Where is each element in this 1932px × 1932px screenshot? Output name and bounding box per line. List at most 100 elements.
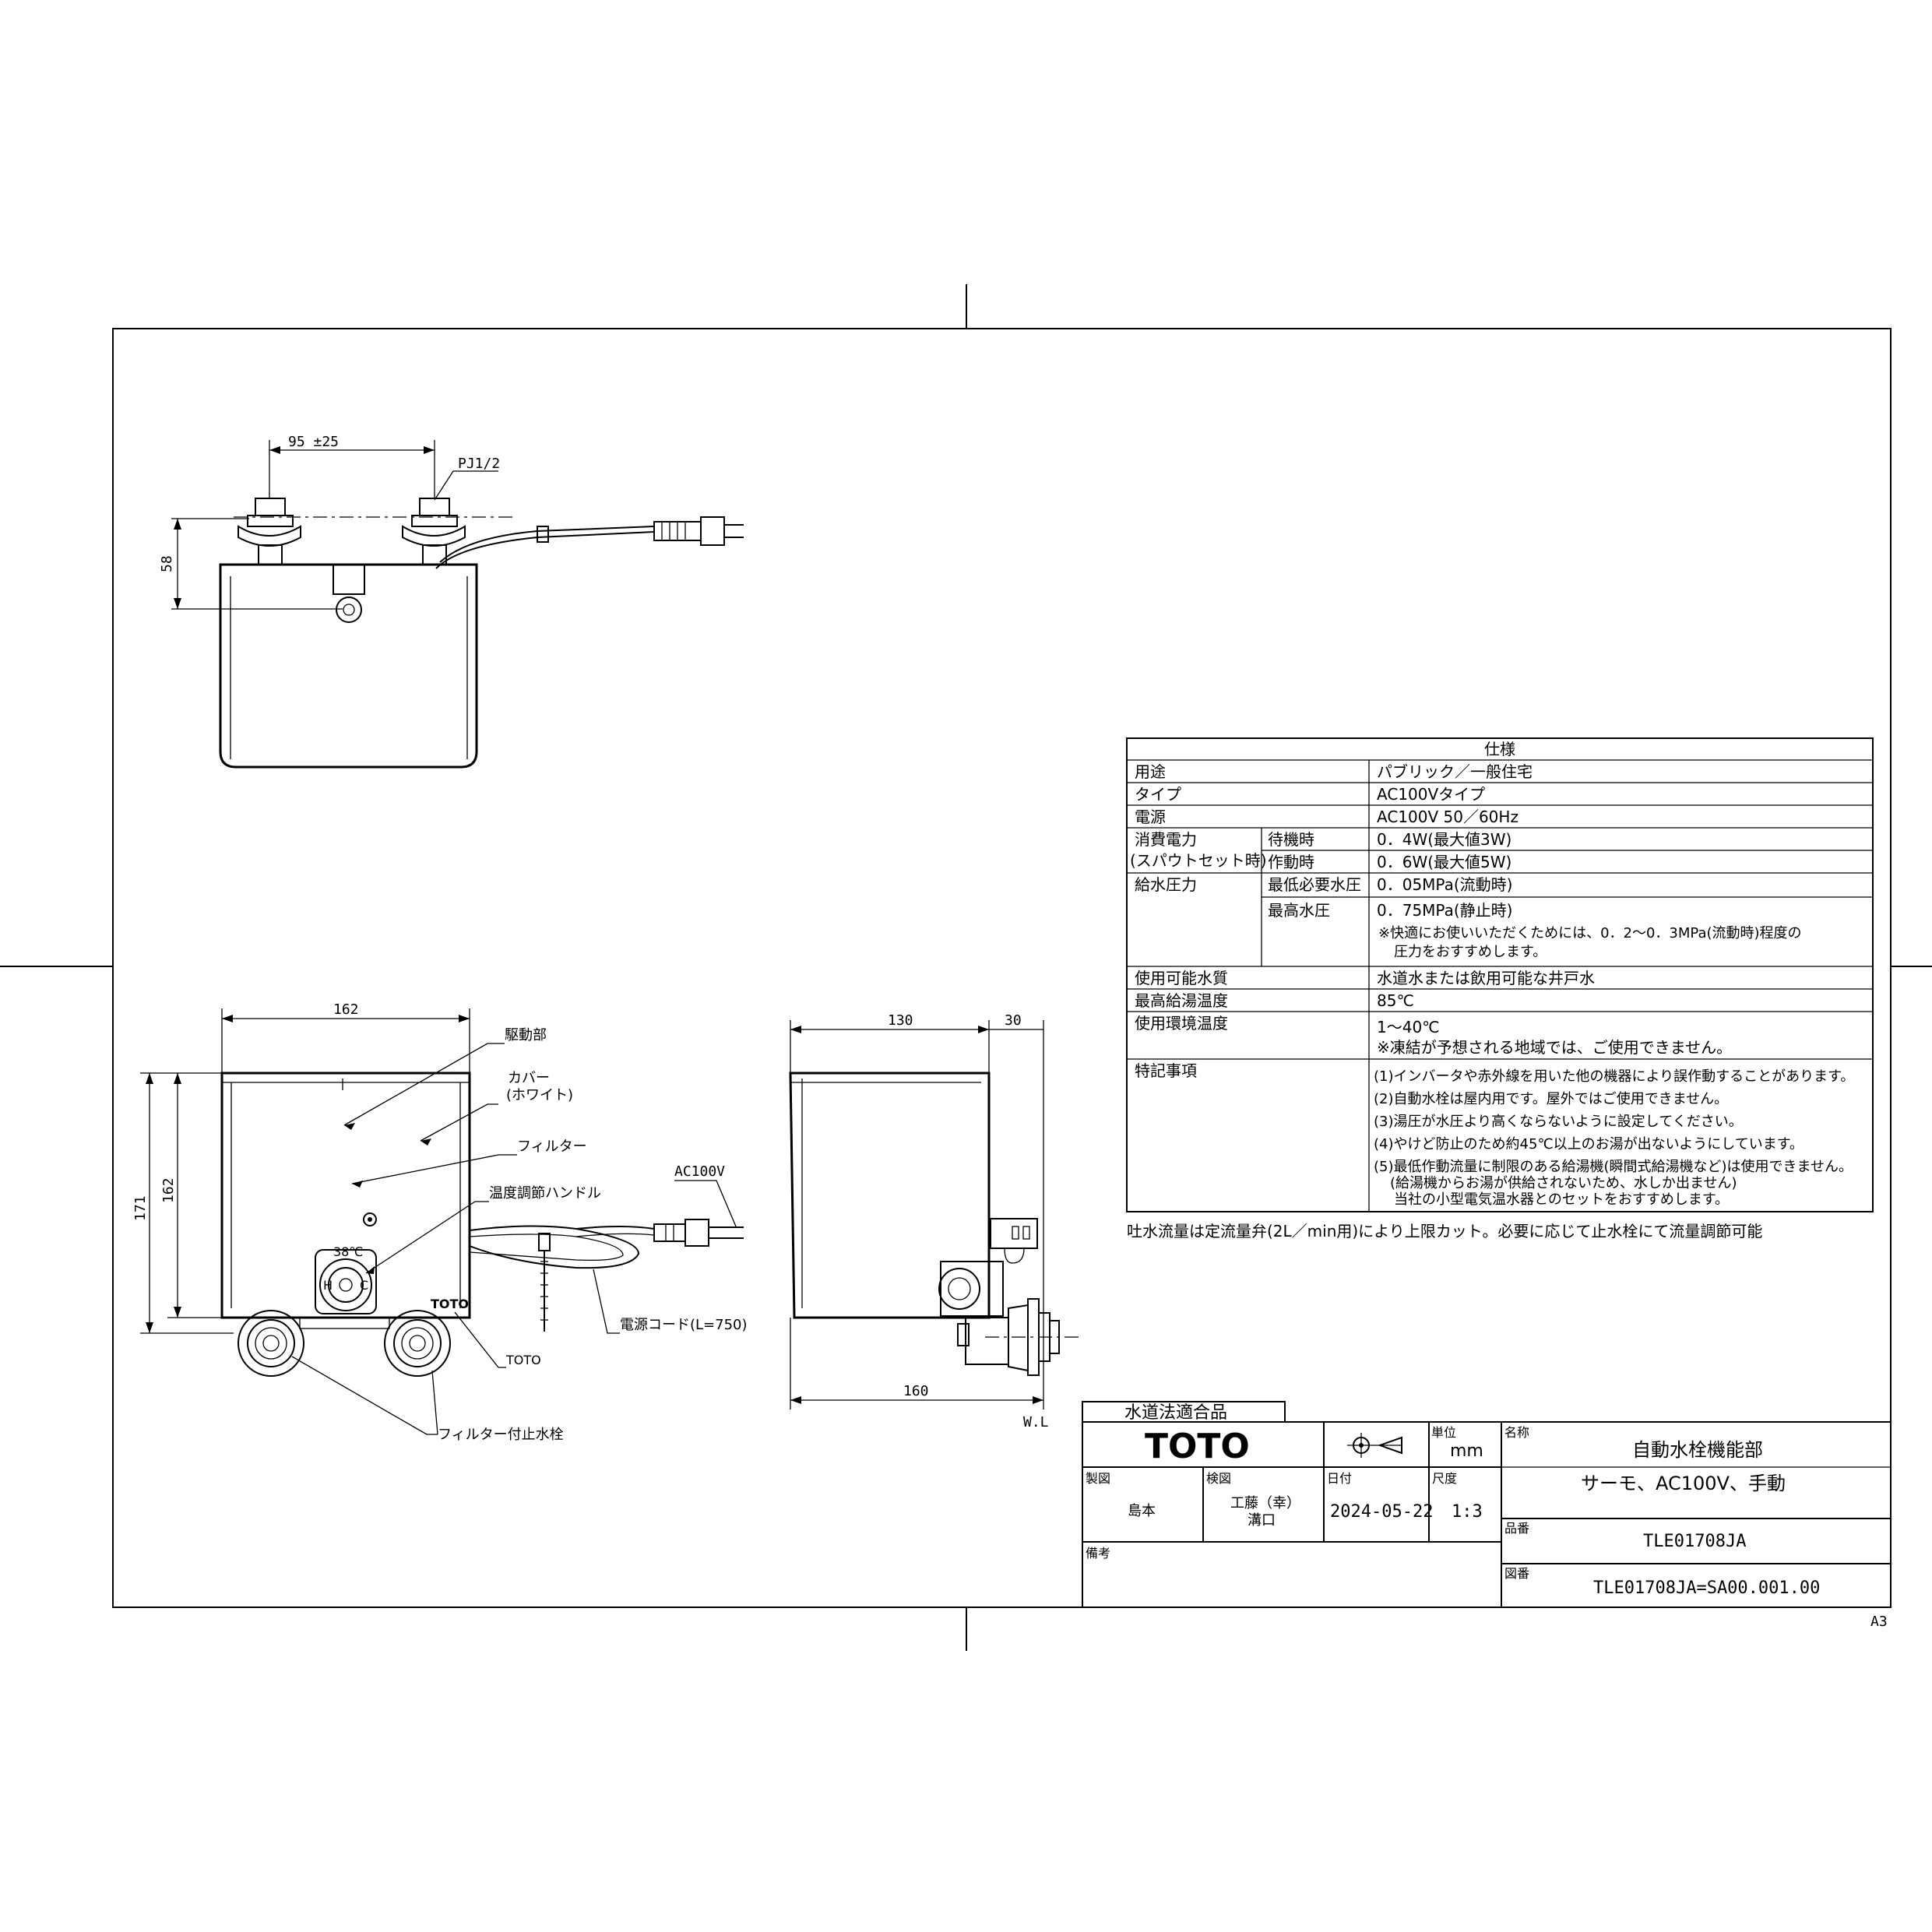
leader-cover <box>420 1103 498 1142</box>
unit-value: mm <box>1450 1441 1483 1461</box>
spec-sub-standby: 待機時 <box>1268 830 1314 849</box>
spec-value-power-source: AC100V 50／60Hz <box>1377 808 1519 826</box>
dim-side-offset-text: 30 <box>1005 1012 1022 1029</box>
spec-label-consumption: 消費電力 <box>1135 830 1197 849</box>
spec-label-env-temp: 使用環境温度 <box>1135 1014 1228 1033</box>
top-fitting-left <box>238 498 301 565</box>
dim-side-depth-text: 130 <box>888 1012 913 1029</box>
drawing-no-value: TLE01708JA=SA00.001.00 <box>1593 1578 1820 1598</box>
temp-dial: 38℃ H C <box>315 1244 377 1314</box>
label-stop-valve: フィルター付止水栓 <box>438 1427 564 1443</box>
drawing-no-label: 図番 <box>1504 1566 1529 1581</box>
spec-label-special-notes: 特記事項 <box>1135 1061 1197 1080</box>
spec-note-4: (4)やけど防止のため約45℃以上のお湯が出ないようにしています。 <box>1374 1136 1804 1153</box>
leader-thread <box>434 470 498 501</box>
title-block: 水道法適合品 TOTO 単位 mm 名称 自動水栓機能部 サーモ、AC100V、… <box>1082 1401 1892 1608</box>
label-drive-unit: 駆動部 <box>505 1027 547 1043</box>
drawing-border <box>112 328 1892 1608</box>
spec-table: 仕様 用途 パブリック／一般住宅 タイプ AC100Vタイプ 電源 AC100V… <box>1126 737 1874 1240</box>
part-label: 品番 <box>1504 1521 1529 1536</box>
label-cover-white: (ホワイト) <box>506 1087 573 1103</box>
spec-note-3: (3)湯圧が水圧より高くならないように設定してください。 <box>1374 1114 1743 1130</box>
spec-note-1: (1)インバータや赤外線を用いた他の機器により誤作動することがあります。 <box>1374 1068 1854 1085</box>
top-fitting-right <box>402 498 466 565</box>
label-wall-line: W.L <box>1023 1414 1049 1431</box>
drawn-value: 島本 <box>1128 1503 1156 1519</box>
spec-note-5a: (給湯機からお湯が供給されないため、水しか出ません) <box>1390 1175 1737 1191</box>
label-power-cord: 電源コード(L=750) <box>620 1317 748 1333</box>
spec-sub-operating: 作動時 <box>1268 853 1314 871</box>
spec-note-2: (2)自動水栓は屋内用です。屋外ではご使用できません。 <box>1374 1091 1728 1107</box>
dial-h-label: H <box>323 1278 333 1293</box>
front-sensor <box>363 1212 377 1226</box>
dim-front-width-text: 162 <box>333 1001 359 1018</box>
spec-value-min-pressure: 0．05MPa(流動時) <box>1377 875 1512 894</box>
side-body <box>789 1072 991 1319</box>
spec-label-power-source: 電源 <box>1135 808 1166 826</box>
checked-label: 検図 <box>1206 1471 1231 1486</box>
leader-drive <box>343 1043 505 1126</box>
spec-label-water-quality: 使用可能水質 <box>1135 969 1228 987</box>
front-brand-mark: TOTO <box>431 1297 469 1311</box>
leader-filter <box>351 1154 517 1184</box>
leader-stop-valve-left <box>291 1356 438 1435</box>
checked-value2: 溝口 <box>1248 1512 1276 1529</box>
spec-sub-max-pressure: 最高水圧 <box>1268 901 1330 920</box>
paper-size-label: A3 <box>1870 1614 1888 1630</box>
spec-note-freeze: ※凍結が予想される地域では、ご使用できません。 <box>1377 1038 1732 1057</box>
spec-title: 仕様 <box>1484 740 1515 758</box>
front-valve-right <box>384 1310 451 1377</box>
spec-label-type: タイプ <box>1135 785 1181 804</box>
label-temp-handle: 温度調節ハンドル <box>489 1185 601 1202</box>
spec-note-5: (5)最低作動流量に制限のある給湯機(瞬間式給湯機など)は使用できません。 <box>1374 1159 1853 1175</box>
spec-value-operating: 0．6W(最大値5W) <box>1377 853 1511 871</box>
spec-value-type: AC100Vタイプ <box>1377 785 1485 804</box>
name-line1: 自動水栓機能部 <box>1632 1439 1763 1461</box>
cord-tie <box>538 1233 551 1332</box>
spec-label-usage: 用途 <box>1135 762 1166 781</box>
spec-value-water-quality: 水道水または飲用可能な井戸水 <box>1377 969 1595 987</box>
front-valve-left <box>238 1310 304 1377</box>
top-body <box>219 563 478 769</box>
top-view: 95 ±25 PJ1/2 58 <box>159 434 744 769</box>
spec-value-env-temp: 1〜40℃ <box>1377 1018 1440 1036</box>
top-plug <box>653 516 744 546</box>
label-ac100v: AC100V <box>674 1163 725 1180</box>
remarks-label: 備考 <box>1086 1546 1110 1561</box>
dim-front-total-text: 171 <box>132 1195 149 1221</box>
top-cord-1 <box>435 531 655 569</box>
dim-side-bottom-text: 160 <box>903 1383 929 1399</box>
label-cover: カバー <box>508 1070 550 1086</box>
spec-note-pressure-2: 圧力をおすすめします。 <box>1394 944 1547 960</box>
unit-label: 単位 <box>1431 1425 1456 1440</box>
dim-pitch-text: 95 ±25 <box>288 434 339 450</box>
front-body <box>220 1072 471 1319</box>
drawn-label: 製図 <box>1086 1471 1110 1486</box>
checked-value1: 工藤（幸） <box>1230 1495 1300 1511</box>
front-view: 162 162 171 38℃ H C TOTO <box>132 1001 748 1443</box>
projection-symbol <box>1347 1433 1402 1458</box>
spec-value-standby: 0．4W(最大値3W) <box>1377 830 1511 849</box>
spec-label-spout-set: (スパウトセット時) <box>1130 851 1267 870</box>
spec-value-max-pressure: 0．75MPa(静止時) <box>1377 901 1512 920</box>
scale-label: 尺度 <box>1432 1471 1457 1486</box>
side-view: 130 30 160 W.L <box>789 1012 1082 1431</box>
spec-note-5b: 当社の小型電気温水器とのセットをおすすめします。 <box>1394 1191 1729 1208</box>
scale-value: 1:3 <box>1452 1502 1483 1522</box>
dial-temp-label: 38℃ <box>333 1244 363 1259</box>
spec-label-max-hot-temp: 最高給湯温度 <box>1135 991 1228 1010</box>
side-socket <box>990 1218 1038 1264</box>
front-cord <box>469 1225 640 1269</box>
toto-logo: TOTO <box>1145 1427 1250 1466</box>
side-valve <box>938 1261 1082 1376</box>
front-plug <box>653 1219 744 1247</box>
dim-height-58-text: 58 <box>159 555 175 572</box>
leader-stop-valve-right <box>431 1370 438 1435</box>
sheet-frame: A3 <box>0 284 1932 1651</box>
leader-power-cord <box>593 1269 620 1334</box>
spec-value-max-hot-temp: 85℃ <box>1377 991 1414 1010</box>
spec-sub-min-pressure: 最低必要水圧 <box>1268 875 1361 894</box>
name-line2: サーモ、AC100V、手動 <box>1581 1473 1786 1494</box>
spec-footnote: 吐水流量は定流量弁(2L／min用)により上限カット。必要に応じて止水栓にて流量… <box>1127 1222 1762 1240</box>
